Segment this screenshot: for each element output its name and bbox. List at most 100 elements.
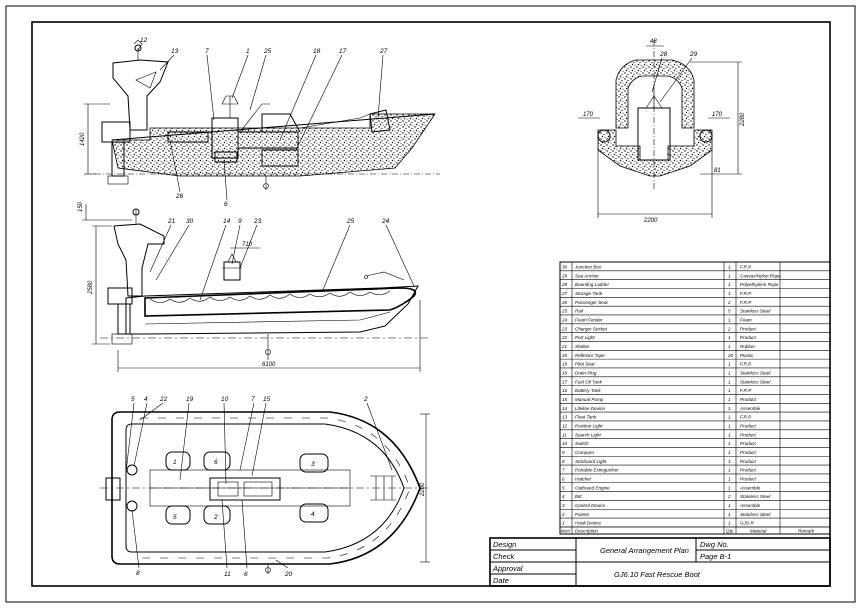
part-material: F.R.P.	[740, 362, 752, 367]
part-qty: 5	[728, 309, 731, 314]
part-number: 30	[562, 265, 568, 270]
callout-24: 24	[381, 218, 390, 225]
part-material: Polyethylene Rope	[740, 282, 779, 287]
part-qty: 1	[728, 344, 731, 349]
callout-20: 20	[284, 571, 293, 578]
part-material: F.R.P.	[740, 415, 752, 420]
title-block: Design Check Approval Date General Arran…	[489, 537, 831, 587]
callout-6: 6	[224, 201, 228, 208]
part-material: Product	[740, 423, 757, 428]
dim-2200-section: 2200	[643, 218, 658, 224]
part-qty: 1	[728, 415, 731, 420]
part-qty: 1	[728, 318, 731, 323]
part-description: Rail	[575, 309, 584, 314]
part-number: 19	[562, 362, 568, 367]
seat-4: 4	[311, 511, 315, 518]
part-number: 16	[562, 388, 568, 393]
part-qty: 1	[728, 335, 731, 340]
part-material: F.R.P.	[740, 300, 752, 305]
callout-2: 2	[363, 396, 368, 403]
part-description: Search Light	[575, 432, 602, 437]
part-description: Starboard Light	[575, 459, 607, 464]
part-qty: 1	[728, 397, 731, 402]
part-number: 22	[561, 335, 568, 340]
part-material: Stainless Steel	[740, 512, 771, 517]
side-elevation-view: 1420	[80, 39, 440, 190]
part-number: 7	[562, 468, 565, 473]
part-description: Switch	[575, 441, 589, 446]
header-remark: Remark	[798, 529, 815, 534]
part-qty: 1	[728, 291, 731, 296]
part-description: Boarding Ladder	[575, 282, 609, 287]
callout-28: 28	[659, 51, 668, 58]
dim-710: 710	[242, 242, 253, 248]
part-material: Product	[740, 476, 757, 481]
part-number: 1	[562, 521, 565, 526]
part-qty: 1	[728, 370, 731, 375]
callout-5: 5	[131, 396, 135, 403]
part-description: Battery Tank	[575, 388, 601, 393]
part-number: 24	[561, 318, 568, 323]
part-description: Sea Anchor	[575, 273, 599, 278]
part-number: 29	[561, 273, 568, 278]
part-number: 10	[562, 441, 568, 446]
tb-approval: Approval	[492, 564, 523, 573]
part-description: Foam Fender	[575, 318, 603, 323]
callout-14: 14	[223, 218, 231, 225]
profile-view: 710 150 2580 6100	[78, 201, 430, 372]
side-canopy	[112, 59, 169, 131]
part-material: Product	[740, 441, 757, 446]
part-material: Canvas/Nylon Rope	[740, 273, 781, 278]
part-material: Product	[740, 335, 757, 340]
callout-22: 22	[159, 396, 168, 403]
callout-13: 13	[171, 48, 179, 55]
part-number: 15	[562, 397, 568, 402]
part-material: Plastic	[740, 353, 754, 358]
part-material: Product	[740, 459, 757, 464]
plan-callouts: 5 4 22 19 10 7 15 2 8 11 6 20	[125, 396, 393, 578]
part-number: 25	[561, 309, 568, 314]
part-qty: 1	[728, 476, 731, 481]
callout-1: 1	[246, 48, 250, 55]
callout-27: 27	[379, 48, 388, 55]
side-hull	[111, 113, 436, 177]
part-material: GJS-R	[740, 521, 754, 526]
dwg-no-label: Dwg No.	[700, 540, 729, 549]
callout-29: 29	[689, 51, 698, 58]
callout-12: 12	[140, 37, 148, 44]
outer-frame	[5, 5, 856, 603]
callout-6b: 6	[244, 571, 248, 578]
part-number: 12	[562, 423, 568, 428]
inner-frame	[31, 21, 831, 587]
callout-26: 26	[175, 193, 184, 200]
callout-17: 17	[339, 48, 347, 55]
part-description: Hook Device	[575, 521, 601, 526]
plan-view: 1 6 5 2 3 4 2200	[100, 411, 430, 574]
part-description: Manual Pump	[575, 397, 604, 402]
dim-81: 81	[714, 168, 721, 174]
part-material: Assemble	[739, 485, 761, 490]
part-qty: 2	[727, 326, 731, 331]
part-description: Portable Extinguisher	[575, 468, 619, 473]
part-qty: 1	[728, 503, 731, 508]
part-number: 6	[562, 476, 565, 481]
part-description: Pilot Seat	[575, 362, 595, 367]
header-material: Material	[750, 529, 767, 534]
part-number: 18	[562, 370, 568, 375]
part-description: Painter	[575, 512, 590, 517]
tb-check: Check	[493, 552, 516, 561]
part-qty: 2	[727, 494, 731, 499]
part-number: 9	[562, 450, 565, 455]
part-number: 5	[562, 485, 565, 490]
callout-15: 15	[263, 396, 271, 403]
section-hull	[597, 129, 713, 177]
callout-4: 4	[144, 396, 148, 403]
part-number: 27	[561, 291, 568, 296]
callout-23: 23	[253, 218, 262, 225]
dim-2580: 2580	[88, 280, 94, 295]
dim-48: 48	[650, 39, 657, 45]
part-qty: 1	[728, 441, 731, 446]
part-description: Hatchet	[575, 476, 592, 481]
seat-5: 5	[173, 514, 177, 521]
